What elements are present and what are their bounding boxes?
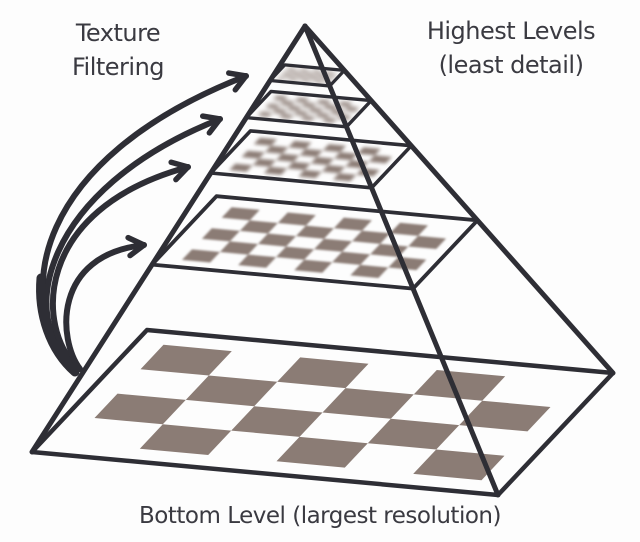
highest-levels-line1: Highest Levels <box>426 17 596 45</box>
bottom-level <box>29 327 616 498</box>
highest-levels-line2: (least detail) <box>438 51 584 79</box>
texture-filtering-label: Texture Filtering <box>28 16 208 84</box>
arrow-to-level-4 <box>63 234 147 372</box>
level-3 <box>209 129 414 190</box>
pyramid-edge-front <box>302 23 501 498</box>
arrow-tail-bundle <box>36 273 80 377</box>
pyramid-edge-left <box>29 23 308 455</box>
bottom-level-label: Bottom Level (largest resolution) <box>139 503 501 529</box>
pyramid-edge-right <box>302 23 616 376</box>
level-2 <box>244 89 373 129</box>
pyramid-edges <box>29 23 616 498</box>
level-1-highest <box>268 63 346 88</box>
level-4 <box>150 194 480 291</box>
texture-filtering-line2: Filtering <box>71 53 165 81</box>
texture-filtering-line1: Texture <box>75 19 161 47</box>
texture-filtering-arrows <box>36 70 249 377</box>
arrow-to-level-3 <box>50 159 191 369</box>
highest-levels-label: Highest Levels (least detail) <box>386 14 636 82</box>
